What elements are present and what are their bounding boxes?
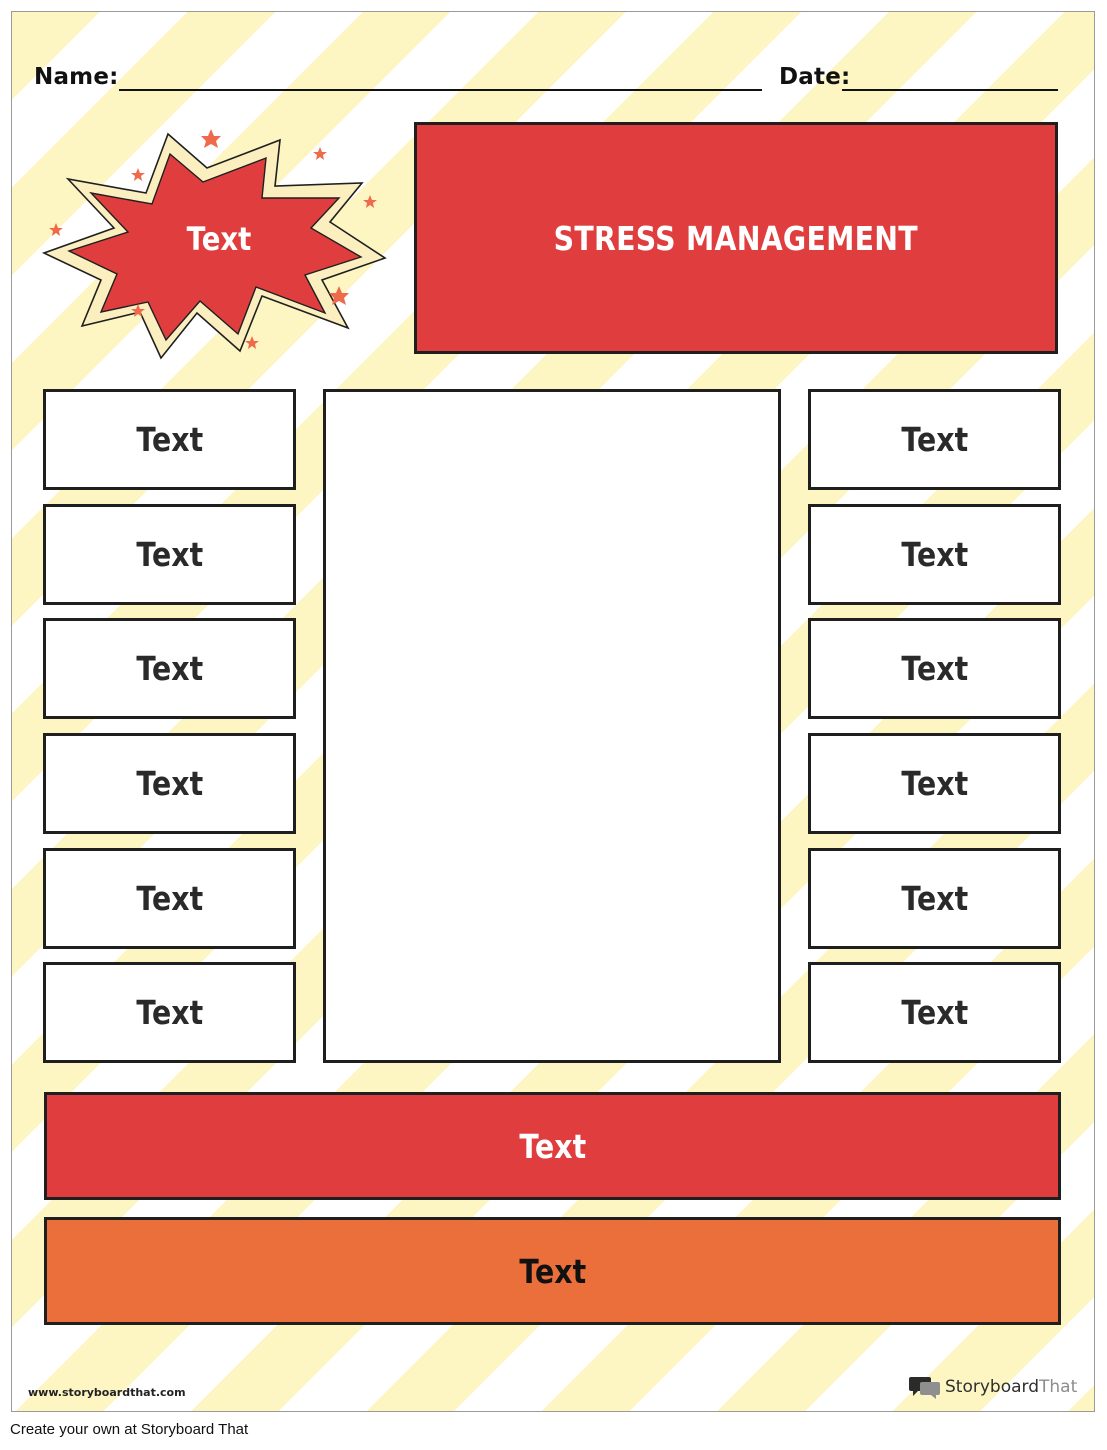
right-text-box[interactable]: Text xyxy=(808,962,1061,1063)
left-text-box[interactable]: Text xyxy=(43,618,296,719)
left-text-box-label: Text xyxy=(136,993,203,1032)
starburst-shape: Text xyxy=(41,129,387,360)
name-label: Name: xyxy=(34,64,119,90)
name-field-line[interactable] xyxy=(119,89,762,91)
red-band-label: Text xyxy=(519,1126,586,1166)
page-title: STRESS MANAGEMENT xyxy=(553,218,919,258)
worksheet-page: Name: Date: Text STRESS MANAGEMENT Text xyxy=(11,11,1095,1412)
red-summary-band[interactable]: Text xyxy=(44,1092,1061,1200)
sparkle-stars xyxy=(49,129,377,349)
right-text-box-label: Text xyxy=(901,764,968,803)
right-text-box[interactable]: Text xyxy=(808,733,1061,834)
starburst-badge[interactable]: Text xyxy=(40,120,400,370)
create-your-own-footer[interactable]: Create your own at Storyboard That xyxy=(10,1421,249,1438)
speech-bubble-icon xyxy=(909,1377,940,1399)
left-text-box[interactable]: Text xyxy=(43,733,296,834)
right-text-box-label: Text xyxy=(901,420,968,459)
left-text-box-label: Text xyxy=(136,420,203,459)
right-text-box-label: Text xyxy=(901,993,968,1032)
right-text-box[interactable]: Text xyxy=(808,848,1061,949)
right-text-box-label: Text xyxy=(901,879,968,918)
left-text-box-label: Text xyxy=(136,535,203,574)
right-text-box-label: Text xyxy=(901,649,968,688)
left-text-box-label: Text xyxy=(136,764,203,803)
orange-band-label: Text xyxy=(519,1251,586,1291)
center-picture-area[interactable] xyxy=(323,389,781,1063)
left-text-box[interactable]: Text xyxy=(43,504,296,605)
starburst-label: Text xyxy=(187,221,252,259)
left-text-box-label: Text xyxy=(136,879,203,918)
left-text-box[interactable]: Text xyxy=(43,848,296,949)
brand-name: StoryboardThat xyxy=(945,1377,1078,1397)
site-url[interactable]: www.storyboardthat.com xyxy=(28,1386,186,1399)
orange-summary-band[interactable]: Text xyxy=(44,1217,1061,1325)
right-text-box[interactable]: Text xyxy=(808,389,1061,490)
date-field-line[interactable] xyxy=(842,89,1058,91)
right-text-box-label: Text xyxy=(901,535,968,574)
left-text-box[interactable]: Text xyxy=(43,389,296,490)
left-text-box[interactable]: Text xyxy=(43,962,296,1063)
title-box[interactable]: STRESS MANAGEMENT xyxy=(414,122,1058,354)
left-text-box-label: Text xyxy=(136,649,203,688)
right-text-box[interactable]: Text xyxy=(808,504,1061,605)
storyboardthat-logo[interactable]: StoryboardThat xyxy=(909,1374,1077,1400)
date-label: Date: xyxy=(779,64,851,90)
right-text-box[interactable]: Text xyxy=(808,618,1061,719)
